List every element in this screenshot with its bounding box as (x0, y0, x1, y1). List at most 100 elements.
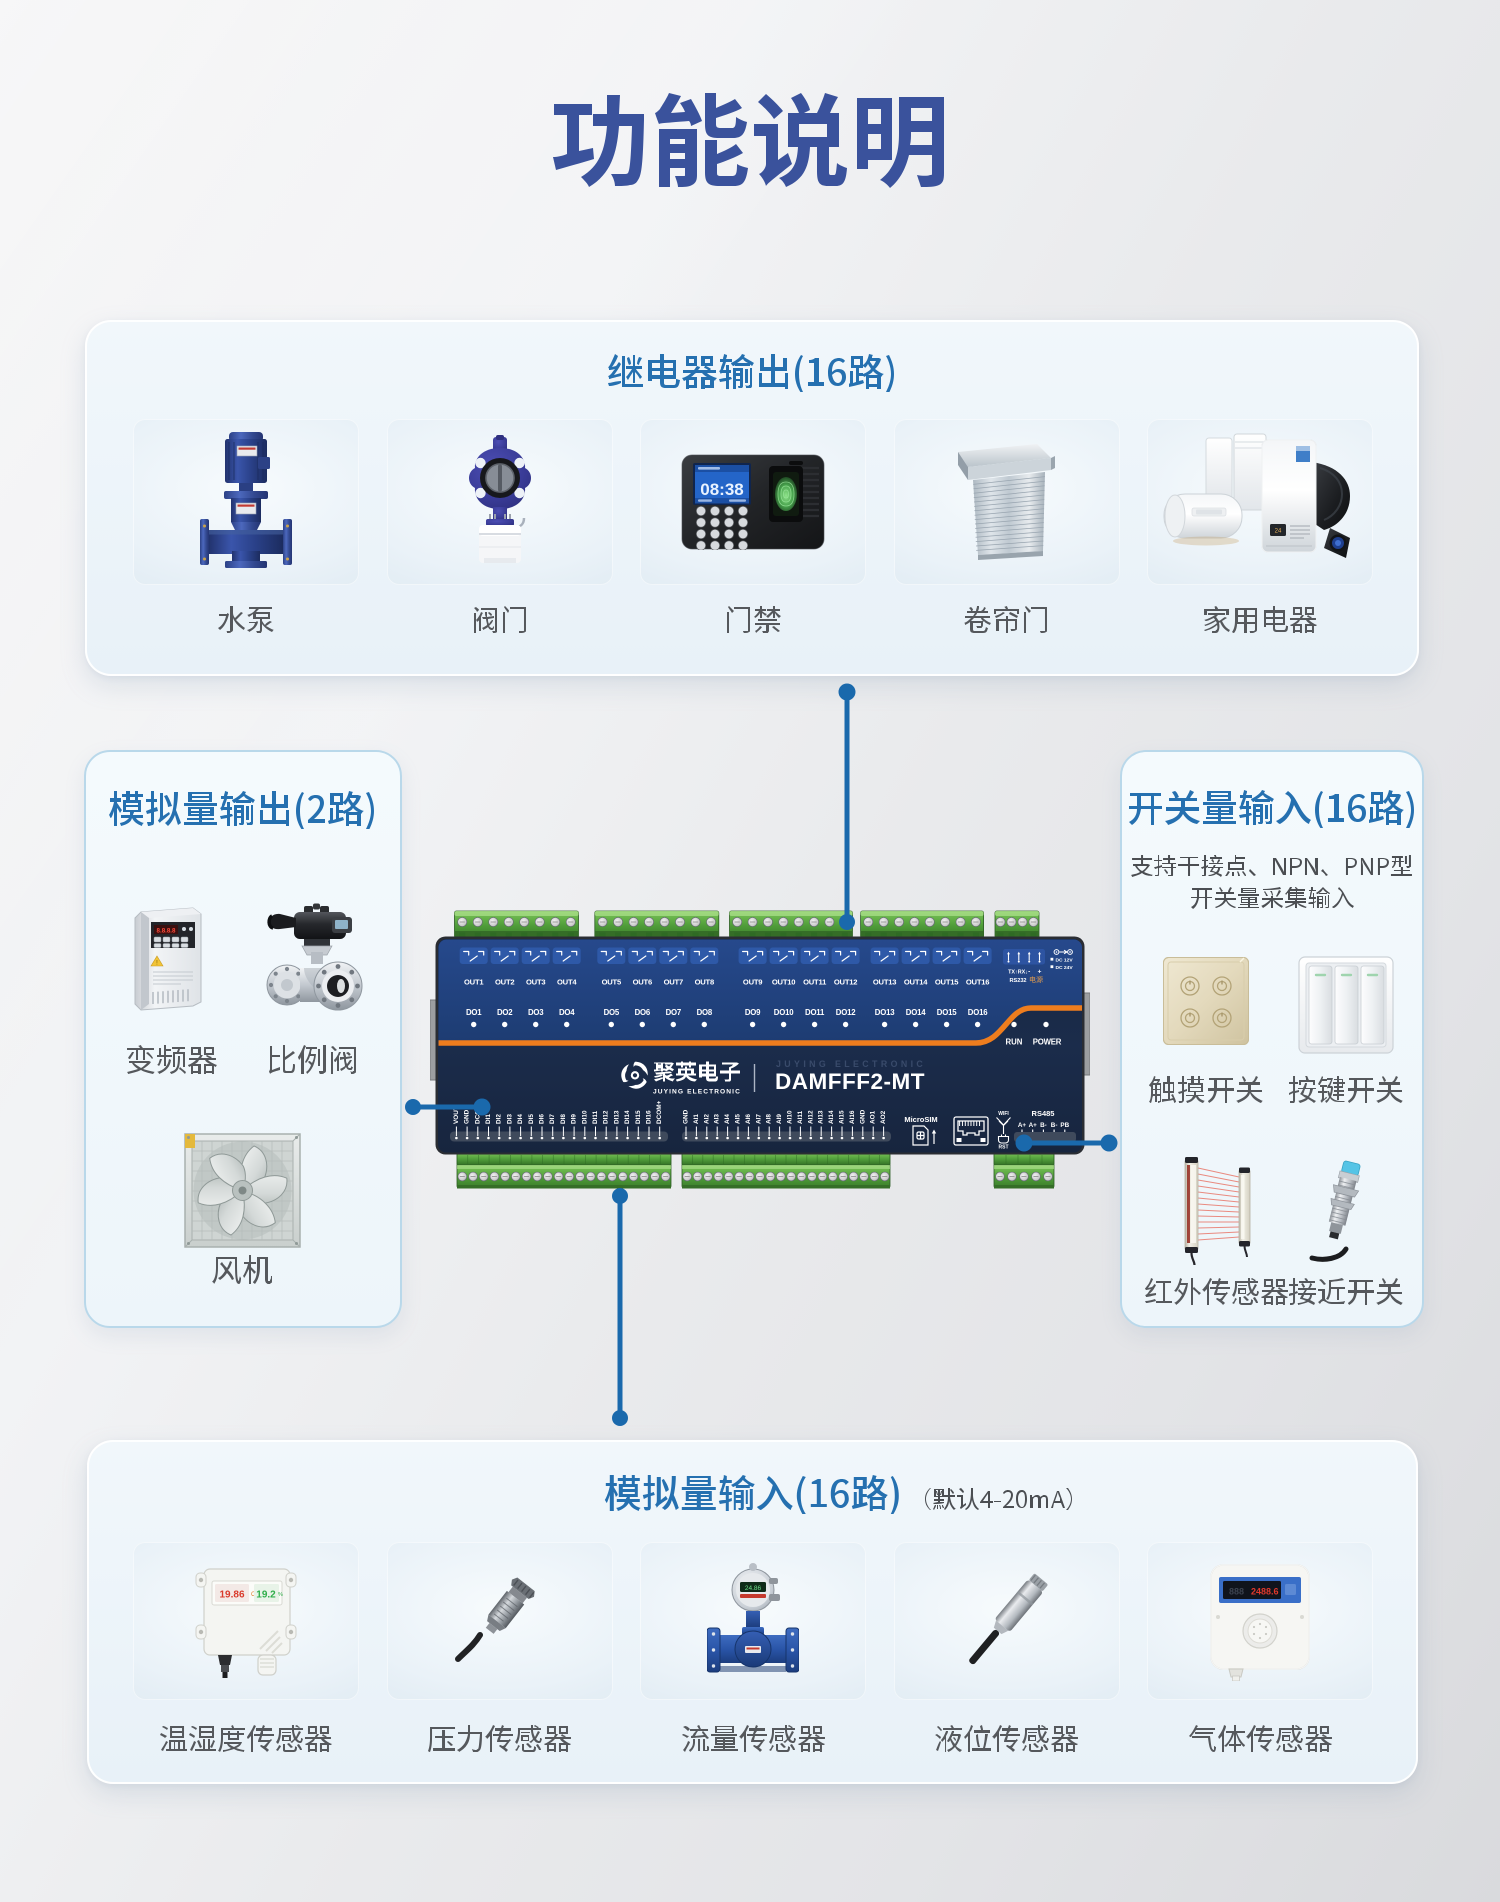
fan-image (184, 1133, 301, 1248)
svg-text:DO3: DO3 (528, 1008, 544, 1017)
svg-text:DI5: DI5 (528, 1114, 535, 1124)
svg-text:-: - (1028, 969, 1030, 976)
analog-output-panel-title: 模拟量输出(2路) (86, 790, 400, 829)
access-control-label: 门禁 (640, 605, 866, 635)
svg-text:TX↑RX↓: TX↑RX↓ (1008, 970, 1028, 976)
svg-text:OUT11: OUT11 (803, 978, 827, 987)
svg-text:DI2: DI2 (496, 1114, 503, 1124)
temp-humidity-sensor-image: 19.86 C 19.2 % (195, 1567, 297, 1678)
svg-text:AO2: AO2 (880, 1110, 887, 1124)
svg-text:AI12: AI12 (807, 1110, 814, 1124)
product-card-valve (386, 419, 613, 585)
relay-output-panel-title: 继电器输出(16路) (87, 353, 1417, 392)
flow-sensor-label: 流量传感器 (640, 1724, 866, 1754)
svg-text:DO9: DO9 (745, 1008, 761, 1017)
svg-text:DO6: DO6 (635, 1008, 651, 1017)
svg-text:DO8: DO8 (697, 1008, 713, 1017)
svg-text:WIFI: WIFI (998, 1111, 1009, 1117)
home-appliance-image: 24 (1163, 433, 1350, 558)
svg-text:DCOM-: DCOM- (474, 1102, 481, 1124)
svg-text:DO10: DO10 (774, 1008, 794, 1017)
gas-sensor-image: 888 2488.6 (1210, 1564, 1310, 1681)
fan-figure (183, 1132, 302, 1249)
access-control-image: 08:38 (681, 454, 825, 550)
svg-text:OUT8: OUT8 (695, 978, 714, 987)
switch-input-panel-title: 开关量输入(16路) (1122, 789, 1422, 828)
svg-text:AI2: AI2 (703, 1114, 710, 1124)
product-card-pressure-sensor (386, 1542, 613, 1700)
touch-switch-label: 触摸开关 (1148, 1075, 1264, 1105)
device-channel-labels: OUT1DO1OUT2DO2OUT3DO3OUT4DO4OUT5DO5OUT6D… (459, 947, 1074, 1151)
humidity-display-value: 19.2 (256, 1589, 276, 1600)
svg-text:DI15: DI15 (635, 1110, 642, 1124)
svg-text:DC 24V: DC 24V (1056, 965, 1074, 971)
heater-display-value: 24 (1275, 529, 1282, 535)
water-pump-label: 水泵 (133, 605, 359, 635)
gas-sensor-label: 气体传感器 (1147, 1724, 1373, 1754)
svg-text:OUT5: OUT5 (602, 978, 622, 987)
proximity-switch-figure (1294, 1157, 1387, 1264)
svg-text:DO1: DO1 (466, 1008, 482, 1017)
product-card-access-control: 08:38 (640, 419, 866, 585)
svg-text:OUT6: OUT6 (633, 978, 652, 987)
svg-text:DO12: DO12 (836, 1008, 856, 1017)
svg-text:AI16: AI16 (849, 1110, 856, 1124)
svg-text:AI5: AI5 (735, 1114, 742, 1124)
product-card-level-sensor (893, 1542, 1120, 1700)
fan-label: 风机 (186, 1254, 298, 1286)
svg-text:RST: RST (999, 1145, 1009, 1151)
svg-text:OUT1: OUT1 (464, 978, 484, 987)
proportional-valve-figure (258, 900, 370, 1018)
ir-sensor-label: 红外传感器 (1141, 1277, 1291, 1307)
water-pump-image (200, 432, 292, 568)
level-sensor-image (969, 1573, 1048, 1664)
temp-display-value: 19.86 (219, 1589, 244, 1600)
svg-text:RS232: RS232 (1009, 978, 1026, 984)
svg-text:DO15: DO15 (937, 1008, 957, 1017)
svg-text:AI13: AI13 (818, 1110, 825, 1124)
svg-text:+: + (1038, 969, 1042, 976)
vfd-figure: 8.8.8.8 ! (122, 902, 220, 1017)
svg-text:DO4: DO4 (559, 1008, 575, 1017)
svg-text:AI10: AI10 (787, 1110, 794, 1124)
svg-text:OUT7: OUT7 (664, 978, 683, 987)
svg-text:AI14: AI14 (828, 1110, 835, 1124)
svg-text:GND: GND (464, 1109, 471, 1124)
svg-text:OUT3: OUT3 (526, 978, 545, 987)
svg-text:AI3: AI3 (714, 1114, 721, 1124)
svg-text:DO11: DO11 (805, 1008, 825, 1017)
svg-text:OUT10: OUT10 (772, 978, 795, 987)
valve-image (468, 435, 531, 563)
svg-text:OUT13: OUT13 (873, 978, 896, 987)
svg-text:JUYING ELECTRONIC: JUYING ELECTRONIC (776, 1059, 926, 1069)
svg-text:PB: PB (1060, 1122, 1069, 1129)
svg-text:JUYING ELECTRONIC: JUYING ELECTRONIC (653, 1089, 741, 1096)
svg-text:DO2: DO2 (497, 1008, 513, 1017)
product-card-flow-sensor: 24.86 (640, 1542, 866, 1700)
svg-text:A+: A+ (1029, 1122, 1038, 1129)
ir-sensor-figure (1173, 1155, 1260, 1266)
analog-input-panel-note: （默认4-20mA） (908, 1487, 1089, 1512)
svg-text:OUT9: OUT9 (743, 978, 762, 987)
svg-text:DI4: DI4 (517, 1114, 524, 1124)
svg-text:AI6: AI6 (745, 1114, 752, 1124)
svg-text:AI1: AI1 (693, 1114, 700, 1124)
svg-text:DO7: DO7 (666, 1008, 681, 1017)
roller-shutter-label: 卷帘门 (894, 605, 1120, 635)
svg-text:OUT16: OUT16 (966, 978, 989, 987)
touch-switch-figure (1162, 956, 1250, 1046)
svg-text:DI1: DI1 (485, 1114, 492, 1124)
svg-text:DO5: DO5 (604, 1008, 620, 1017)
svg-text:DO14: DO14 (906, 1008, 926, 1017)
svg-text:AI11: AI11 (797, 1110, 804, 1124)
svg-text:OUT12: OUT12 (834, 978, 857, 987)
product-card-temp-humidity-sensor: 19.86 C 19.2 % (133, 1542, 359, 1700)
analog-output-panel: 模拟量输出(2路) 8.8.8.8 (84, 750, 402, 1328)
vfd-display-value: 8.8.8.8 (157, 927, 176, 934)
product-card-water-pump (133, 419, 359, 585)
connector-relay-output (838, 683, 856, 930)
svg-text:DI16: DI16 (646, 1110, 653, 1124)
page-title: 功能说明 (0, 90, 1500, 194)
svg-text:DI7: DI7 (549, 1114, 556, 1124)
